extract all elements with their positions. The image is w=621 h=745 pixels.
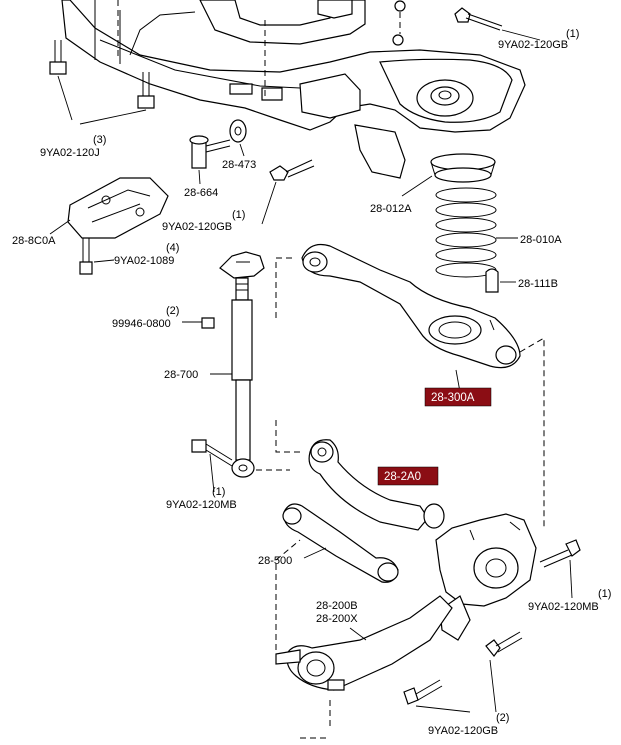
label-28-111b: 28-111B [518, 278, 558, 290]
label-bottom-code: 9YA02-120GB [428, 725, 498, 737]
label-28-010a: 28-010A [520, 234, 562, 246]
bushing-28-473 [229, 119, 247, 157]
label-28-300a: 28-300A [431, 392, 475, 404]
label-left-bolt-code: 9YA02-120J [40, 147, 100, 159]
label-shock-bolt-qty: (1) [212, 486, 225, 498]
rear-crossmember [61, 0, 526, 179]
coil-spring-28-010a [435, 187, 518, 278]
top-right-bolt [454, 7, 541, 41]
label-28-2a0: 28-2A0 [384, 471, 421, 483]
spring-seat-28-012a [401, 153, 496, 197]
label-28-200x: 28-200X [316, 613, 358, 625]
label-28-473: 28-473 [222, 159, 256, 171]
label-28-8c0a: 28-8C0A [12, 235, 56, 247]
bump-stop-28-111b [485, 268, 516, 293]
label-bracket-bolt-qty: (4) [166, 242, 179, 254]
label-nut-qty: (2) [166, 305, 179, 317]
label-nut-code: 99946-0800 [112, 318, 171, 330]
nut-99946 [182, 317, 215, 329]
lower-arm-28-300a [275, 243, 545, 530]
label-shock-bolt-code: 9YA02-120MB [166, 499, 237, 511]
label-mid-bolt-qty: (1) [232, 209, 245, 221]
label-28-012a: 28-012A [370, 203, 412, 215]
label-bracket-bolt-code: 9YA02-1089 [114, 255, 174, 267]
bottom-bolts [300, 631, 523, 739]
label-knuckle-bolt-qty: (1) [598, 588, 611, 600]
label-28-664: 28-664 [184, 187, 218, 199]
rear-knuckle [435, 513, 537, 641]
upper-arm-28-2a0 [275, 420, 445, 531]
label-top-right-code: 9YA02-120GB [498, 39, 568, 51]
label-28-200b: 28-200B [316, 600, 358, 612]
label-28-700: 28-700 [164, 369, 198, 381]
label-knuckle-bolt-code: 9YA02-120MB [528, 601, 599, 613]
lateral-link-28-500 [282, 503, 399, 583]
label-top-right-qty: (1) [566, 28, 579, 40]
bolt-28-664 [189, 135, 231, 185]
label-bottom-qty: (2) [496, 712, 509, 724]
label-28-500: 28-500 [258, 555, 292, 567]
knuckle-bolt [539, 539, 581, 599]
label-left-bolt-qty: (3) [93, 134, 106, 146]
arm-28-300a-highlight [424, 387, 492, 407]
left-mount-bolts [49, 40, 155, 125]
bracket-bolt [79, 238, 115, 275]
shock-lower-bolt [191, 439, 233, 493]
top-nuts [392, 0, 406, 46]
label-mid-bolt-code: 9YA02-120GB [162, 221, 232, 233]
shock-absorber-28-700 [210, 251, 290, 478]
trailing-arm-28-200b [275, 539, 453, 730]
bracket-28-8c0a [49, 177, 169, 239]
mid-bolt [261, 159, 315, 225]
arm-28-2a0-highlight [377, 466, 439, 486]
